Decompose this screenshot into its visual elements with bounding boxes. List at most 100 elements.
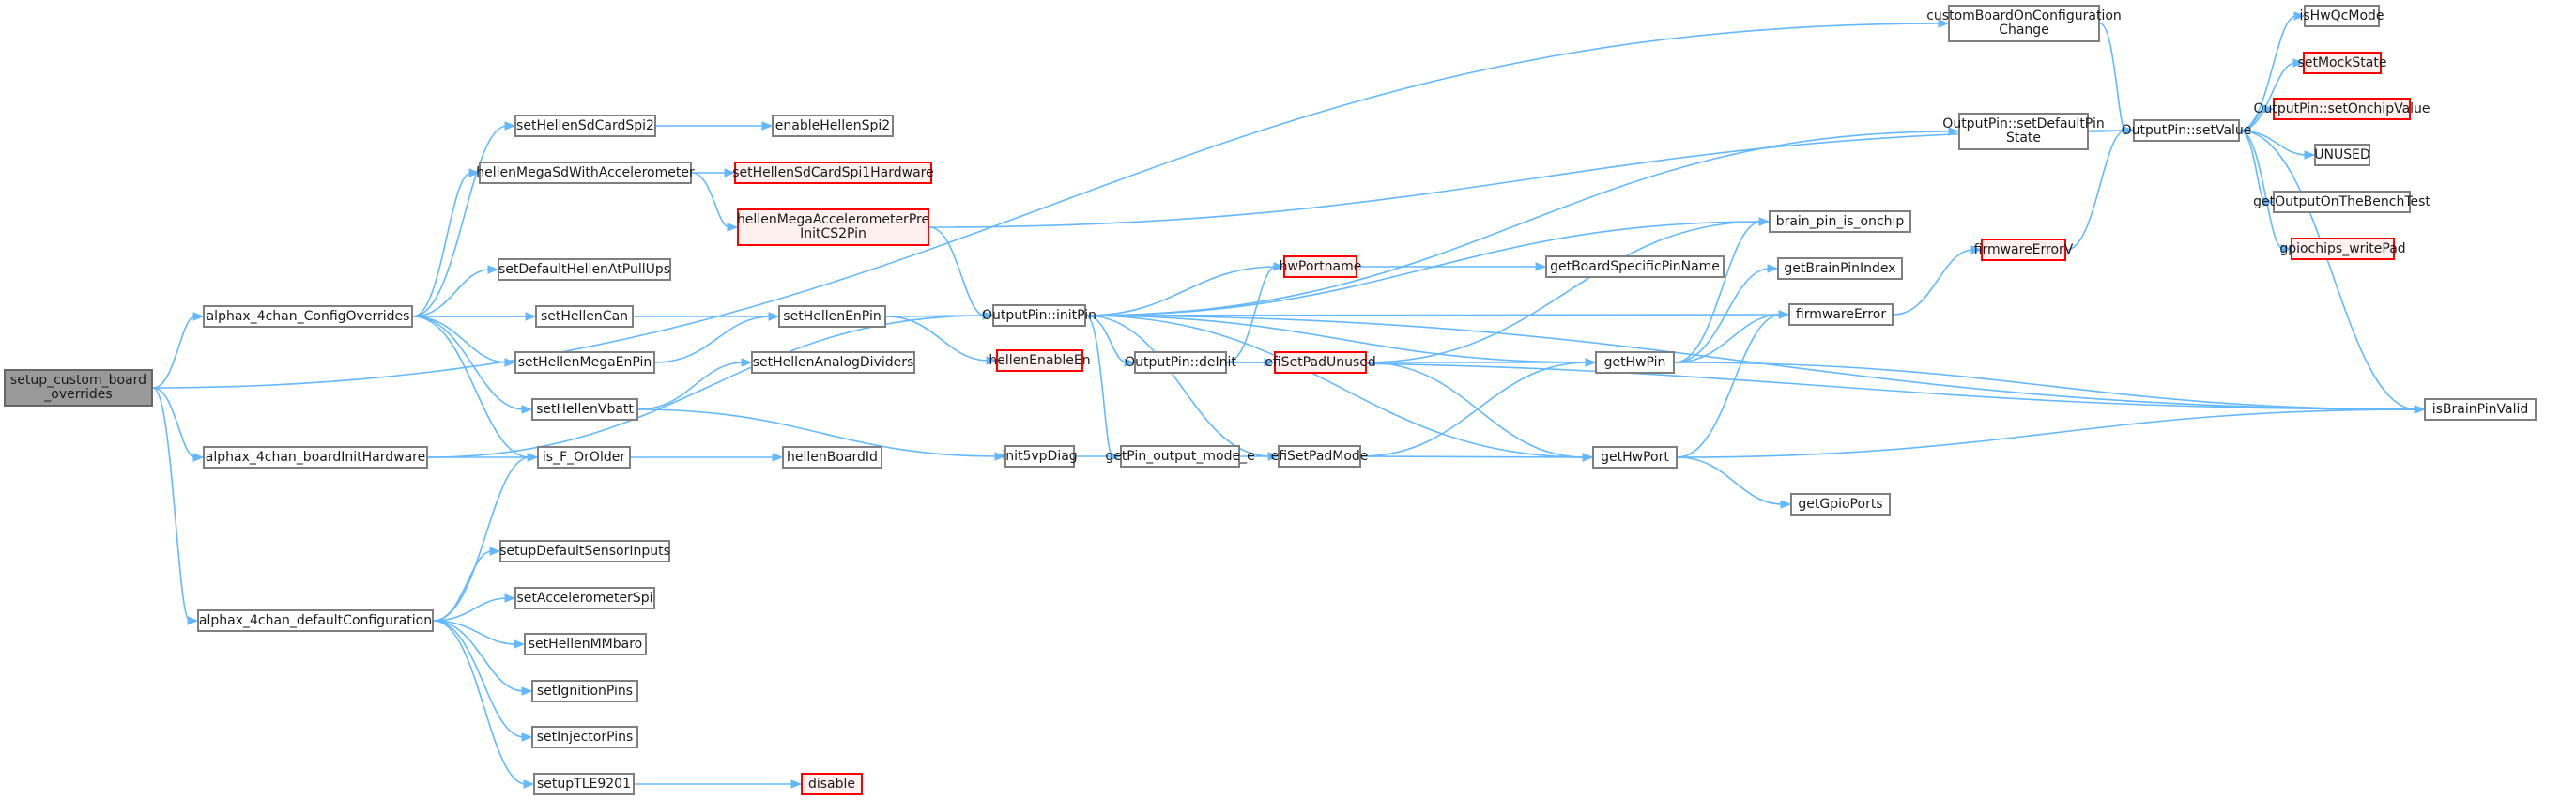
graph-node-gpiochips_writepad[interactable]: gpiochips_writePad: [2279, 238, 2406, 260]
call-edge: [433, 620, 525, 738]
graph-node-firmwareerrorv[interactable]: firmwareErrorV: [1974, 239, 2073, 261]
call-edge: [433, 620, 527, 785]
graph-node-sethellensdcardspi2[interactable]: setHellenSdCardSpi2: [514, 115, 656, 137]
call-edge: [433, 550, 493, 622]
arrowhead-icon: [2304, 150, 2316, 160]
graph-node-isbrainpinvalid[interactable]: isBrainPinValid: [2424, 398, 2537, 421]
graph-node-sethellenenpin[interactable]: setHellenEnPin: [778, 305, 886, 328]
arrowhead-icon: [2280, 244, 2292, 254]
call-edge: [2239, 62, 2296, 131]
call-edge: [1085, 315, 1271, 457]
call-edge: [412, 125, 508, 317]
arrowhead-icon: [1124, 358, 1136, 367]
graph-node-outputpin-setvalue[interactable]: OutputPin::setValue: [2122, 119, 2251, 142]
graph-node-hellenmegaaccelerometerpreinitcs2pin[interactable]: hellenMegaAccelerometerPre InitCS2Pin: [737, 208, 929, 246]
arrowhead-icon: [521, 686, 533, 696]
call-edge: [1085, 315, 1586, 458]
graph-node-sethellenvbatt[interactable]: setHellenVbatt: [531, 398, 638, 421]
arrowhead-icon: [521, 405, 533, 414]
graph-node-ishwqcmode[interactable]: isHwQcMode: [2299, 5, 2384, 27]
graph-node-brain_pin_is_onchip[interactable]: brain_pin_is_onchip: [1769, 210, 1911, 233]
graph-node-customboardonconfigurationchange[interactable]: customBoardOnConfiguration Change: [1926, 5, 2122, 42]
arrowhead-icon: [504, 593, 516, 603]
arrowhead-icon: [527, 453, 539, 462]
call-edge: [1085, 131, 1952, 316]
graph-node-is_f_orolder[interactable]: is_F_OrOlder: [537, 446, 631, 469]
call-edge: [1085, 314, 1782, 316]
graph-node-setmockstate[interactable]: setMockState: [2298, 52, 2386, 74]
graph-node-sethellenmmbaro[interactable]: setHellenMMbaro: [524, 633, 647, 655]
call-edge: [152, 316, 196, 389]
graph-node-sethellenmegaenpin[interactable]: setHellenMegaEnPin: [514, 351, 655, 374]
graph-node-outputpin-deinit[interactable]: OutputPin::deInit: [1125, 351, 1236, 374]
arrowhead-icon: [468, 168, 481, 177]
arrowhead-icon: [187, 616, 199, 625]
graph-node-sethellensdcardspi1hardware[interactable]: setHellenSdCardSpi1Hardware: [732, 162, 934, 184]
arrowhead-icon: [761, 121, 774, 131]
arrowhead-icon: [1273, 262, 1285, 271]
graph-node-gethwpin[interactable]: getHwPin: [1595, 351, 1675, 374]
arrowhead-icon: [1780, 500, 1792, 509]
call-edge: [412, 316, 525, 410]
arrowhead-icon: [1585, 358, 1597, 367]
call-edge: [1085, 266, 1277, 316]
graph-node-unused[interactable]: UNUSED: [2314, 144, 2370, 166]
call-edge: [2239, 15, 2297, 131]
arrowhead-icon: [741, 358, 753, 367]
graph-node-outputpin-initpin[interactable]: OutputPin::initPin: [982, 304, 1096, 327]
graph-node-hellenboardid[interactable]: hellenBoardId: [782, 446, 882, 469]
graph-node-setuptle9201[interactable]: setupTLE9201: [533, 773, 635, 795]
graph-node-disable[interactable]: disable: [801, 773, 863, 795]
graph-node-getbrainpinindex[interactable]: getBrainPinIndex: [1777, 257, 1903, 280]
call-edge: [1360, 362, 1588, 457]
arrowhead-icon: [2292, 58, 2305, 68]
graph-node-setdefaulthellenatpullups[interactable]: setDefaultHellenAtPullUps: [498, 258, 671, 281]
call-edge: [928, 226, 986, 316]
call-edge: [1677, 456, 1784, 505]
graph-node-setignitionpins[interactable]: setIgnitionPins: [531, 680, 638, 702]
graph-node-outputpin-setonchipvalue[interactable]: OutputPin::setOnchipValue: [2253, 98, 2430, 120]
call-edge: [1085, 315, 1113, 457]
call-edge: [433, 620, 517, 645]
call-edge: [1226, 362, 2417, 410]
graph-node-efisetpadunused[interactable]: efiSetPadUnused: [1265, 351, 1376, 374]
graph-node-enablehellenspi2[interactable]: enableHellenSpi2: [772, 115, 894, 137]
graph-node-gethwport[interactable]: getHwPort: [1592, 446, 1678, 469]
graph-node-setinjectorpins[interactable]: setInjectorPins: [531, 726, 638, 748]
arrowhead-icon: [1767, 264, 1779, 273]
graph-node-hellenmegasdwithaccelerometer[interactable]: hellenMegaSdWithAccelerometer: [476, 162, 695, 184]
arrowhead-icon: [1582, 453, 1594, 462]
graph-node-outputpin-setdefaultpinstate[interactable]: OutputPin::setDefaultPin State: [1942, 113, 2105, 150]
call-edge: [1085, 315, 2417, 410]
graph-node-alphax_4chan_defaultconfiguration[interactable]: alphax_4chan_defaultConfiguration: [197, 609, 434, 632]
call-edge: [1085, 221, 1762, 316]
call-edge: [691, 172, 730, 228]
call-edge: [412, 316, 508, 363]
graph-node-getpin_output_mode_e[interactable]: getPin_output_mode_e: [1105, 445, 1255, 468]
graph-node-alphax_4chan_boardinithardware[interactable]: alphax_4chan_boardInitHardware: [203, 446, 428, 469]
call-edge: [433, 597, 508, 622]
graph-node-init5vpdiag[interactable]: init5vpDiag: [1002, 445, 1078, 468]
graph-node-hellenenableen[interactable]: hellenEnableEn: [989, 349, 1091, 372]
arrowhead-icon: [790, 779, 803, 789]
graph-node-setaccelerometerspi[interactable]: setAccelerometerSpi: [514, 587, 655, 609]
arrowhead-icon: [192, 312, 205, 321]
graph-node-getgpioports[interactable]: getGpioPorts: [1790, 493, 1891, 516]
arrowhead-icon: [2123, 126, 2135, 135]
graph-node-getboardspecificpinname[interactable]: getBoardSpecificPinName: [1545, 255, 1725, 278]
call-edge: [1366, 221, 1762, 363]
call-edge: [1674, 314, 1782, 363]
arrowhead-icon: [525, 312, 537, 321]
graph-node-sethellencan[interactable]: setHellenCan: [535, 305, 634, 328]
graph-node-setupdefaultsensorinputs[interactable]: setupDefaultSensorInputs: [499, 540, 670, 562]
arrowhead-icon: [1970, 245, 1983, 254]
graph-node-firmwareerror[interactable]: firmwareError: [1788, 303, 1894, 326]
call-edge: [2239, 130, 2284, 250]
graph-node-sethellenanalogdividers[interactable]: setHellenAnalogDividers: [751, 351, 915, 374]
call-edge: [1366, 362, 1586, 458]
graph-node-getoutputonthebenchtest[interactable]: getOutputOnTheBenchTest: [2253, 191, 2430, 213]
graph-node-efisetpadmode[interactable]: efiSetPadMode: [1271, 445, 1368, 468]
call-edge: [1226, 266, 1277, 363]
graph-node-alphax_4chan_configoverrides[interactable]: alphax_4chan_ConfigOverrides: [203, 305, 413, 328]
graph-node-hwportname[interactable]: hwPortname: [1280, 255, 1361, 278]
